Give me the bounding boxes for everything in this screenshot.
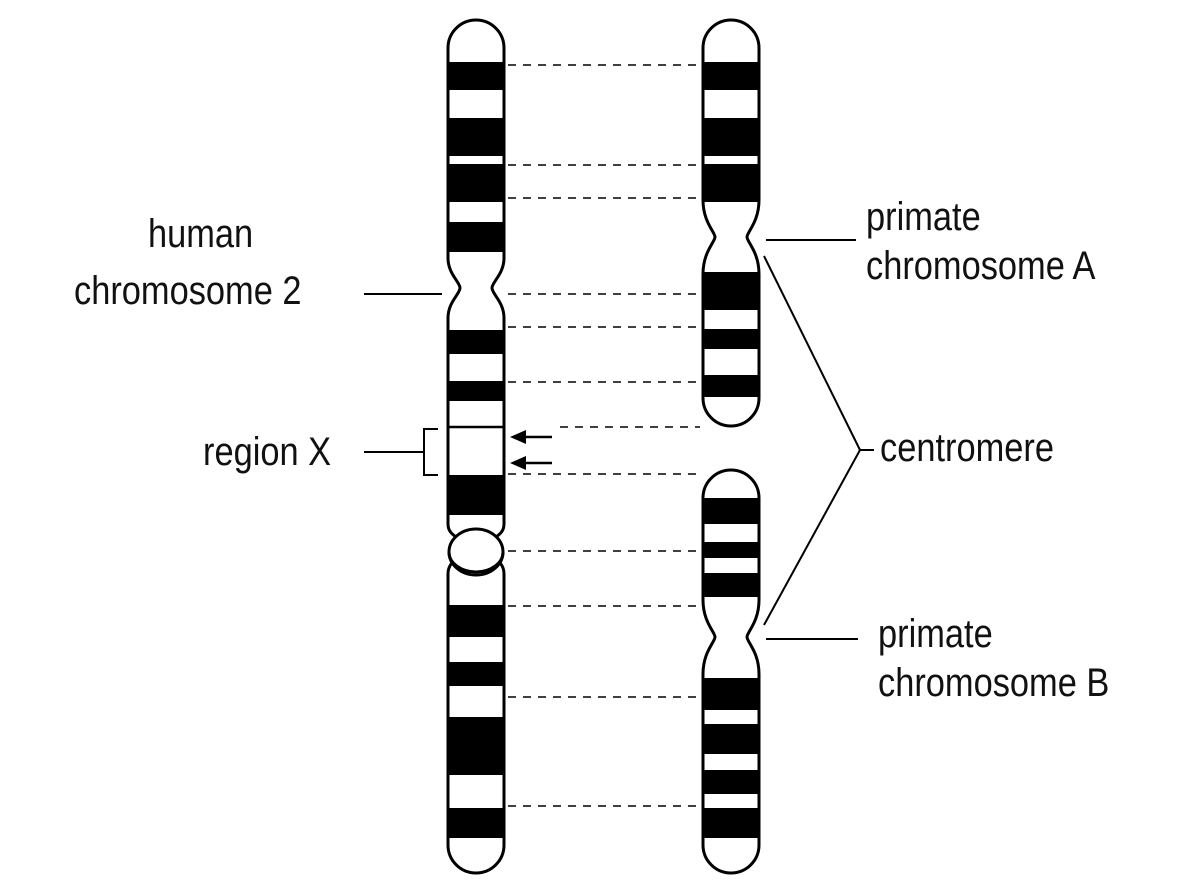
band: [448, 164, 504, 202]
band: [703, 272, 759, 310]
band: [703, 329, 759, 349]
centromere-pointer-lines: [763, 255, 874, 626]
primate-chromosome-a-label-line1: primate: [866, 195, 981, 239]
band: [703, 770, 759, 794]
band: [703, 573, 759, 597]
band: [448, 222, 504, 252]
region-x-bracket: [423, 428, 438, 476]
primate-chromosome-b: [701, 468, 761, 875]
band: [448, 475, 504, 515]
primate-chromosome-b-label-line1: primate: [878, 612, 993, 656]
band: [448, 330, 504, 354]
human-chromosome-2-label-line2: chromosome 2: [74, 269, 302, 313]
arrow-left-icon: [510, 456, 526, 470]
band: [448, 62, 504, 90]
centromere-pointer-a: [763, 255, 861, 451]
band: [448, 662, 504, 686]
band: [703, 118, 759, 156]
human-chromosome-2-label-line1: human: [148, 212, 254, 256]
band: [703, 375, 759, 397]
band: [703, 164, 759, 202]
arrow-left-icon: [510, 430, 526, 444]
centromere-pointer-b: [763, 449, 861, 626]
primate-chromosome-a-label-line2: chromosome A: [866, 244, 1096, 288]
band: [703, 542, 759, 558]
band: [448, 717, 504, 775]
band: [448, 605, 504, 637]
centromere-label: centromere: [880, 426, 1054, 470]
band: [448, 381, 504, 401]
primate-chromosome-b-label-line2: chromosome B: [878, 661, 1110, 705]
band: [703, 678, 759, 710]
band: [448, 118, 504, 156]
band: [448, 808, 504, 838]
band-correspondence-lines: [508, 64, 700, 807]
primate-chromosome-a: [701, 18, 761, 428]
band: [703, 498, 759, 524]
human-chromosome-2: [446, 18, 506, 875]
band: [703, 62, 759, 90]
band: [703, 808, 759, 838]
region-x-label: region X: [203, 430, 332, 474]
band: [703, 724, 759, 754]
region-x-arrows: [510, 430, 552, 470]
